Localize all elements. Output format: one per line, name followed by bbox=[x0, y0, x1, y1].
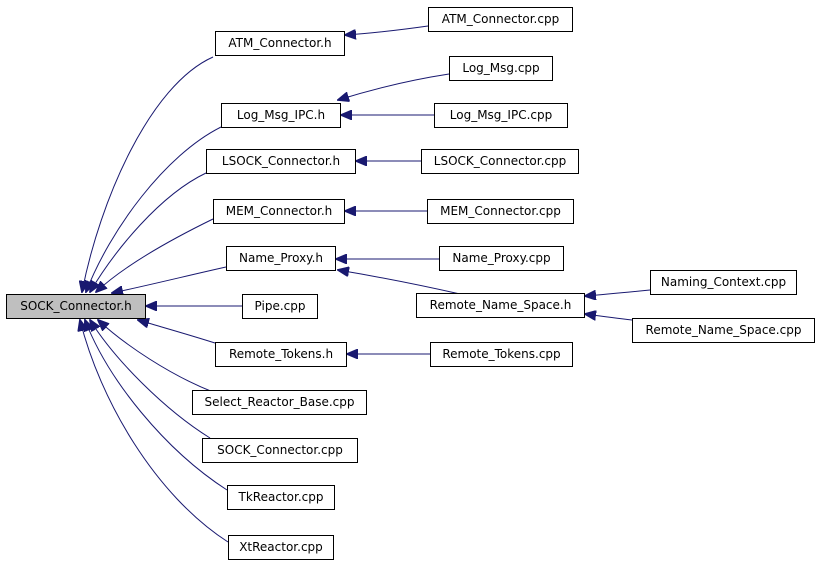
edge-select-reactor-base-cpp-to-sock-connector-h bbox=[98, 320, 214, 393]
edge-remote-name-space-h-to-name-proxy-h bbox=[338, 270, 461, 295]
node-log-msg-ipc-h[interactable]: Log_Msg_IPC.h bbox=[221, 103, 341, 128]
node-sock-connector-h[interactable]: SOCK_Connector.h bbox=[6, 294, 146, 319]
node-naming-context-cpp[interactable]: Naming_Context.cpp bbox=[650, 270, 797, 295]
node-remote-tokens-h[interactable]: Remote_Tokens.h bbox=[215, 342, 347, 367]
node-log-msg-ipc-cpp[interactable]: Log_Msg_IPC.cpp bbox=[434, 103, 568, 128]
node-name-proxy-h[interactable]: Name_Proxy.h bbox=[226, 246, 336, 271]
node-sock-connector-cpp[interactable]: SOCK_Connector.cpp bbox=[202, 438, 358, 463]
edge-lsock-connector-h-to-sock-connector-h bbox=[90, 172, 207, 292]
node-name-proxy-cpp[interactable]: Name_Proxy.cpp bbox=[439, 246, 564, 271]
node-pipe-cpp[interactable]: Pipe.cpp bbox=[242, 294, 318, 319]
node-atm-connector-h[interactable]: ATM_Connector.h bbox=[215, 31, 345, 56]
node-remote-name-space-cpp[interactable]: Remote_Name_Space.cpp bbox=[632, 318, 815, 343]
node-select-reactor-base-cpp[interactable]: Select_Reactor_Base.cpp bbox=[192, 390, 367, 415]
node-lsock-connector-h[interactable]: LSOCK_Connector.h bbox=[206, 149, 356, 174]
edge-remote-name-space-cpp-to-remote-name-space-h bbox=[585, 314, 633, 321]
node-tkreactor-cpp[interactable]: TkReactor.cpp bbox=[227, 485, 335, 510]
edge-xtreactor-cpp-to-sock-connector-h bbox=[80, 320, 229, 543]
node-remote-name-space-h[interactable]: Remote_Name_Space.h bbox=[416, 293, 585, 318]
edge-remote-tokens-h-to-sock-connector-h bbox=[138, 320, 216, 344]
node-log-msg-cpp[interactable]: Log_Msg.cpp bbox=[449, 56, 553, 81]
edge-sock-connector-cpp-to-sock-connector-h bbox=[90, 320, 211, 439]
node-mem-connector-h[interactable]: MEM_Connector.h bbox=[213, 199, 345, 224]
edge-mem-connector-h-to-sock-connector-h bbox=[96, 218, 214, 292]
edge-atm-connector-h-to-sock-connector-h bbox=[82, 56, 214, 292]
node-atm-connector-cpp[interactable]: ATM_Connector.cpp bbox=[428, 7, 573, 32]
edge-atm-connector-cpp-to-atm-connector-h bbox=[345, 25, 429, 35]
node-mem-connector-cpp[interactable]: MEM_Connector.cpp bbox=[427, 199, 574, 224]
edge-log-msg-ipc-h-to-sock-connector-h bbox=[86, 126, 222, 292]
edges bbox=[80, 25, 651, 543]
edge-naming-context-cpp-to-remote-name-space-h bbox=[585, 289, 651, 296]
edge-name-proxy-h-to-sock-connector-h bbox=[112, 266, 227, 293]
node-xtreactor-cpp[interactable]: XtReactor.cpp bbox=[228, 535, 334, 560]
edge-log-msg-cpp-to-log-msg-ipc-h bbox=[338, 73, 450, 100]
node-remote-tokens-cpp[interactable]: Remote_Tokens.cpp bbox=[430, 342, 573, 367]
node-lsock-connector-cpp[interactable]: LSOCK_Connector.cpp bbox=[421, 149, 579, 174]
edge-tkreactor-cpp-to-sock-connector-h bbox=[85, 320, 228, 491]
